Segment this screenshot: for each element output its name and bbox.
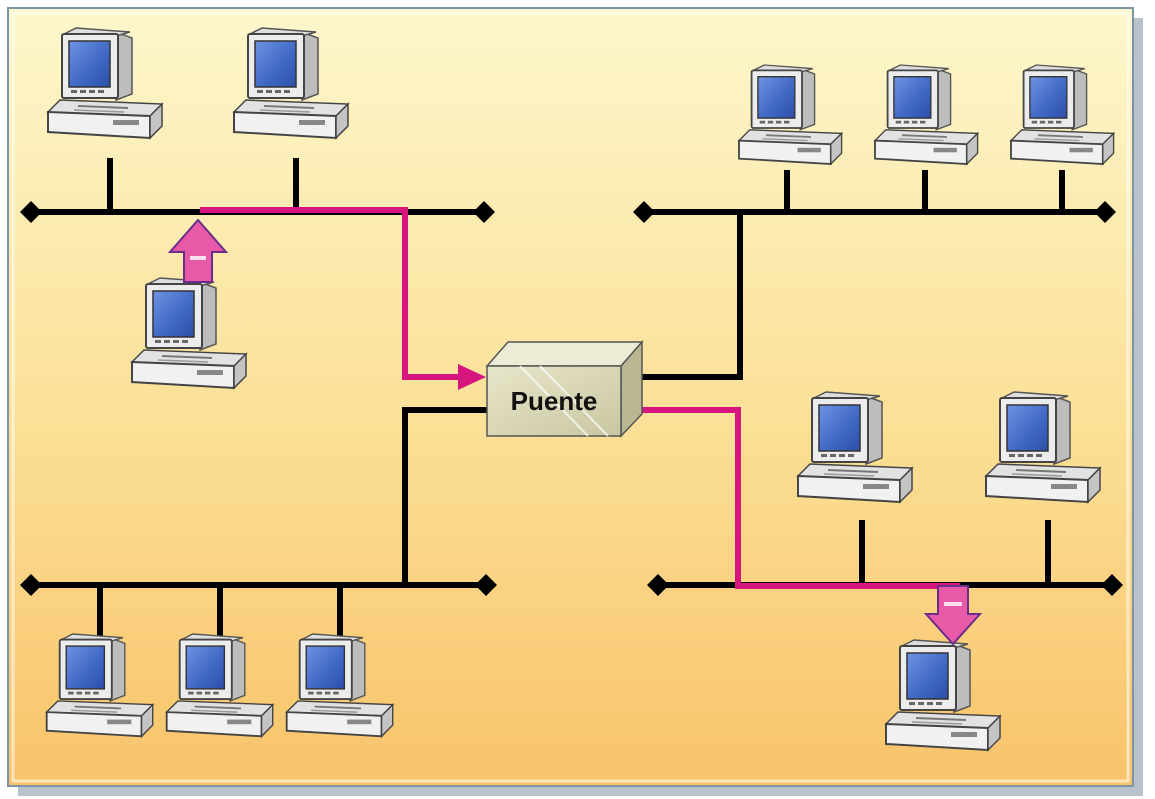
- data-path: [200, 207, 960, 589]
- segment-bottom-left: [20, 407, 497, 636]
- path-to-bridge: [200, 207, 462, 380]
- bridge-label: Puente: [511, 386, 598, 416]
- path-from-bridge: [642, 407, 960, 589]
- terminator-icon: [20, 574, 42, 596]
- up-arrow-icon: [167, 218, 229, 283]
- segment-top-right: [633, 170, 1116, 380]
- terminator-icon: [475, 574, 497, 596]
- bridge-icon: Puente: [485, 340, 644, 438]
- terminator-icon: [647, 574, 669, 596]
- terminator-icon: [1094, 201, 1116, 223]
- terminator-icon: [473, 201, 495, 223]
- down-arrow-icon: [923, 585, 983, 646]
- terminator-icon: [633, 201, 655, 223]
- terminator-icon: [1101, 574, 1123, 596]
- terminator-icon: [20, 201, 42, 223]
- arrow-head-icon: [458, 364, 486, 390]
